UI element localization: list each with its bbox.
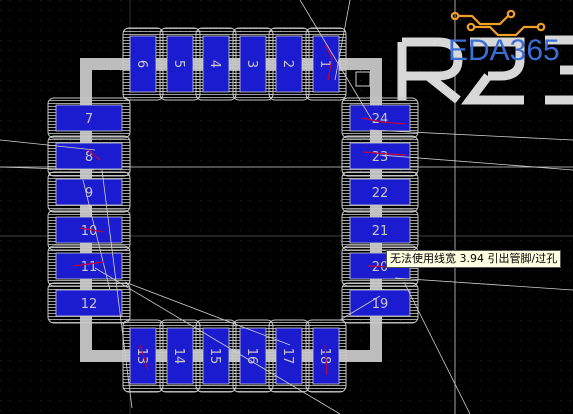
pad-number: 4 [207, 60, 222, 68]
pad-number: 18 [317, 348, 332, 365]
pad-15[interactable]: 15 [195, 319, 237, 393]
pad-19[interactable]: 19 [341, 282, 419, 324]
pad-number: 7 [85, 112, 93, 127]
watermark-text: EDA365 [448, 34, 560, 67]
pad-12[interactable]: 12 [47, 282, 131, 324]
pad-8[interactable]: 8 [47, 135, 131, 177]
pad-7[interactable]: 7 [47, 97, 131, 139]
pad-1[interactable]: 1 [305, 27, 347, 101]
via-marker [355, 71, 371, 87]
pad-11[interactable]: 11 [47, 245, 131, 287]
pad-number: 14 [171, 348, 186, 365]
pad-14[interactable]: 14 [159, 319, 201, 393]
pad-number: 17 [280, 348, 295, 365]
pad-number: 19 [372, 297, 389, 312]
pad-number: 6 [134, 60, 149, 68]
pad-number: 20 [372, 260, 389, 275]
pad-number: 16 [244, 348, 259, 365]
pad-4[interactable]: 4 [195, 27, 237, 101]
eda365-logo [450, 9, 546, 37]
pad-6[interactable]: 6 [122, 27, 164, 101]
pad-number: 8 [85, 150, 93, 165]
pad-number: 9 [85, 186, 93, 201]
pad-22[interactable]: 22 [341, 171, 419, 213]
pad-16[interactable]: 16 [232, 319, 274, 393]
pad-number: 3 [244, 60, 259, 68]
pad-9[interactable]: 9 [47, 171, 131, 213]
silkscreen-designator [397, 35, 573, 105]
pad-number: 2 [280, 60, 295, 68]
pad-17[interactable]: 17 [268, 319, 310, 393]
pad-number: 11 [81, 260, 98, 275]
drc-tooltip: 无法使用线宽 3.94 引出管脚/过孔 [386, 250, 562, 268]
pad-3[interactable]: 3 [232, 27, 274, 101]
pad-number: 23 [372, 150, 389, 165]
pad-21[interactable]: 21 [341, 209, 419, 251]
pad-5[interactable]: 5 [159, 27, 201, 101]
pad-number: 21 [372, 224, 389, 239]
pad-23[interactable]: 23 [341, 135, 419, 177]
pad-number: 10 [81, 224, 98, 239]
pad-number: 1 [317, 60, 332, 68]
pad-number: 24 [372, 112, 389, 127]
pad-number: 15 [207, 348, 222, 365]
pad-number: 5 [171, 60, 186, 68]
pad-number: 12 [81, 297, 98, 312]
pad-number: 22 [372, 186, 389, 201]
pad-2[interactable]: 2 [268, 27, 310, 101]
